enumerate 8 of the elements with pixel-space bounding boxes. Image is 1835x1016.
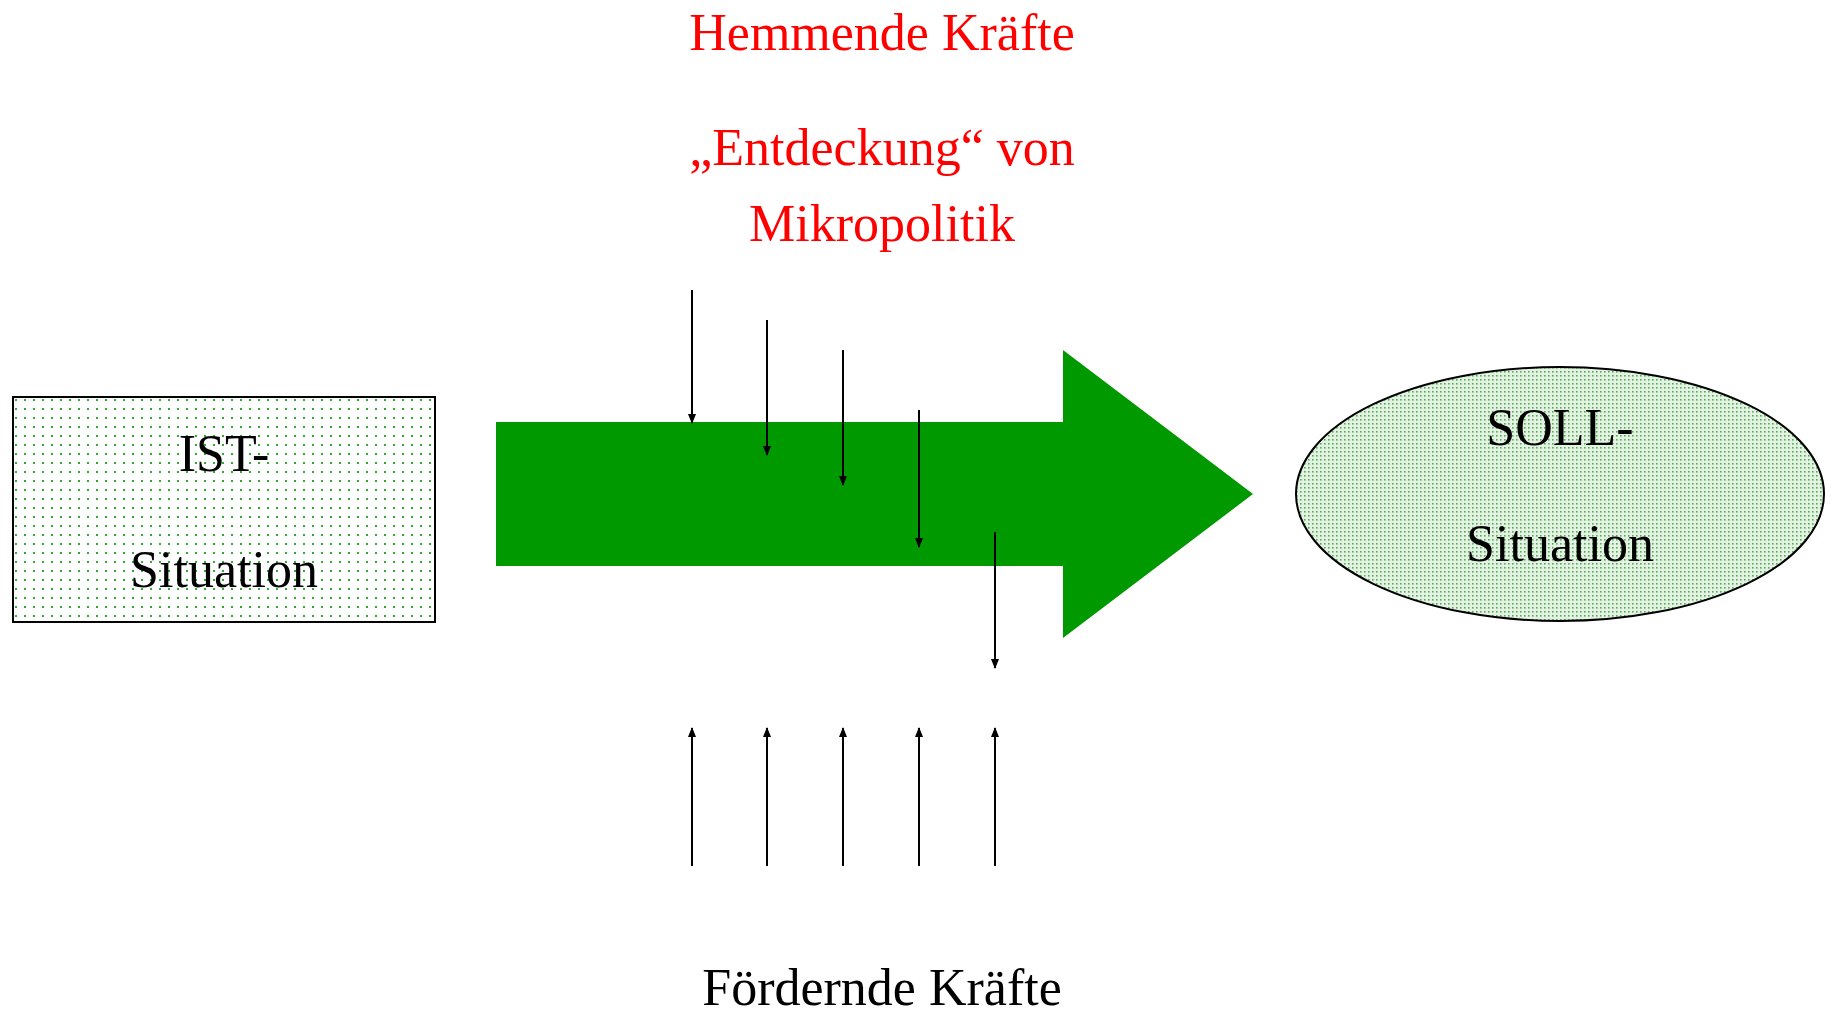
heading-label: Fördernde Kräfte	[701, 958, 1063, 1016]
heading-label: Hemmende Kräfte	[688, 3, 1076, 63]
situation-box	[12, 396, 436, 623]
situation-label: SOLL- Situation	[1465, 398, 1655, 574]
block-arrow	[496, 350, 1253, 638]
situation-ellipse	[1295, 366, 1825, 622]
note-label: „Entdeckung“ von Mikropolitik	[688, 118, 1076, 254]
situation-label: IST- Situation	[129, 424, 319, 600]
